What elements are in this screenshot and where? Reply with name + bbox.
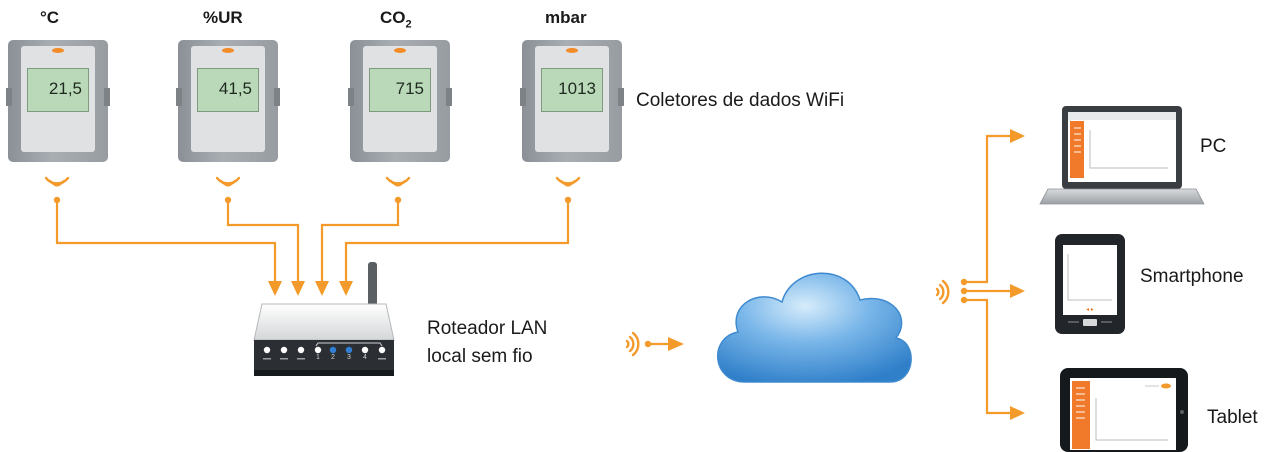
logger-side-tab bbox=[618, 88, 624, 106]
logger-side-tab bbox=[520, 88, 526, 106]
loggers-caption: Coletores de dados WiFi bbox=[636, 90, 845, 111]
laptop-icon bbox=[1039, 106, 1205, 205]
logger-display: 1013 bbox=[541, 68, 603, 112]
logger-side-tab bbox=[6, 88, 12, 106]
logger-face: 21,5 bbox=[21, 46, 95, 152]
tablet-caption: Tablet bbox=[1207, 407, 1258, 428]
router-caption-line1: Roteador LAN bbox=[427, 318, 548, 339]
smartphone-caption: Smartphone bbox=[1140, 266, 1244, 287]
tablet-icon bbox=[1060, 368, 1188, 452]
wifi-icon bbox=[935, 279, 950, 305]
router-port-2: 2 bbox=[331, 354, 335, 361]
unit-co2-text: CO bbox=[380, 8, 406, 27]
logger-side-tab bbox=[176, 88, 182, 106]
unit-label-co2: CO2 bbox=[380, 8, 412, 30]
logger-reading: 21,5 bbox=[48, 79, 82, 98]
wifi-icon bbox=[215, 176, 241, 187]
router-port-1: 1 bbox=[316, 354, 320, 361]
smartphone-icon: ◂ ▸ bbox=[1055, 234, 1125, 334]
testo-logo-icon bbox=[566, 48, 578, 53]
logger-display: 715 bbox=[369, 68, 431, 112]
router-leds bbox=[263, 342, 386, 360]
logger-side-tab bbox=[446, 88, 452, 106]
logger-face: 41,5 bbox=[191, 46, 265, 152]
unit-label-humidity: %UR bbox=[203, 8, 243, 27]
router-port-labels: 1 2 3 4 bbox=[312, 354, 392, 364]
logger-face: 715 bbox=[363, 46, 437, 152]
router-top bbox=[253, 303, 395, 341]
wifi-icon bbox=[44, 176, 70, 187]
wifi-icon bbox=[625, 331, 640, 357]
wifi-icon bbox=[385, 176, 411, 187]
testo-logo-icon bbox=[394, 48, 406, 53]
router-port-4: 4 bbox=[363, 354, 367, 361]
router-caption-line2: local sem fio bbox=[427, 346, 533, 367]
arrowheads-to-router bbox=[268, 281, 353, 296]
logger-reading: 41,5 bbox=[218, 79, 252, 98]
wireless-router bbox=[253, 262, 395, 376]
unit-label-celsius: °C bbox=[40, 8, 60, 27]
logger-display: 21,5 bbox=[27, 68, 89, 112]
logger-side-tab bbox=[274, 88, 280, 106]
logger-connectors bbox=[55, 200, 570, 283]
device-connector-dots bbox=[960, 278, 968, 304]
data-logger-temperature: 21,5 bbox=[6, 40, 110, 162]
unit-label-mbar: mbar bbox=[545, 8, 587, 27]
logger-reading: 715 bbox=[395, 79, 424, 98]
router-base bbox=[254, 370, 394, 376]
cloud-icon bbox=[716, 272, 912, 383]
testo-logo-icon bbox=[52, 48, 64, 53]
svg-text:◂ ▸: ◂ ▸ bbox=[1086, 307, 1094, 313]
testo-logo-icon bbox=[222, 48, 234, 53]
data-logger-humidity: 41,5 bbox=[176, 40, 280, 162]
logger-reading: 1013 bbox=[558, 79, 596, 98]
arrowheads-to-devices bbox=[1010, 129, 1025, 420]
device-connectors bbox=[964, 134, 1012, 415]
router-to-cloud-arrow bbox=[644, 337, 684, 351]
logger-side-tab bbox=[104, 88, 110, 106]
pc-caption: PC bbox=[1200, 136, 1227, 157]
router-port-3: 3 bbox=[347, 354, 351, 361]
wifi-icon bbox=[555, 176, 581, 187]
logger-display: 41,5 bbox=[197, 68, 259, 112]
connector-dots bbox=[53, 196, 572, 204]
router-front-panel bbox=[254, 340, 394, 370]
data-logger-co2: 715 bbox=[348, 40, 452, 162]
logger-face: 1013 bbox=[535, 46, 609, 152]
unit-co2-subscript: 2 bbox=[405, 18, 412, 31]
logger-side-tab bbox=[348, 88, 354, 106]
data-logger-pressure: 1013 bbox=[520, 40, 624, 162]
